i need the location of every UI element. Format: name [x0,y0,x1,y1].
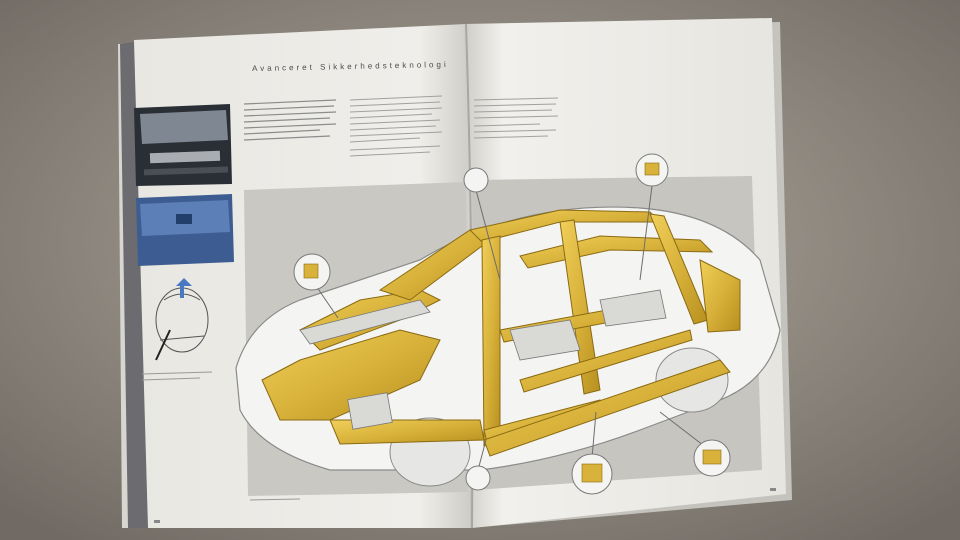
safety-cage-frame [261,209,741,457]
callout-top-left [293,253,339,319]
binding-strip [120,42,148,528]
inner-components [299,289,667,430]
diagram-caption-line [141,371,213,375]
car-interior-photo [134,104,232,186]
callout-top-right [635,153,669,281]
panel-caption-line [249,498,301,501]
middle-text-column [349,95,443,157]
left-text-column [243,99,337,141]
left-page-number [154,520,160,523]
callout-upper-gutter [463,167,501,281]
airbag-seat-diagram [155,278,209,361]
callout-bottom-center [571,411,613,495]
right-page-number [770,488,776,491]
right-text-column [473,97,559,139]
diagram-caption-line-2 [141,377,201,381]
blue-panel-photo [136,194,234,266]
callout-bottom-gutter [465,439,491,491]
callout-bottom-right [659,411,731,477]
